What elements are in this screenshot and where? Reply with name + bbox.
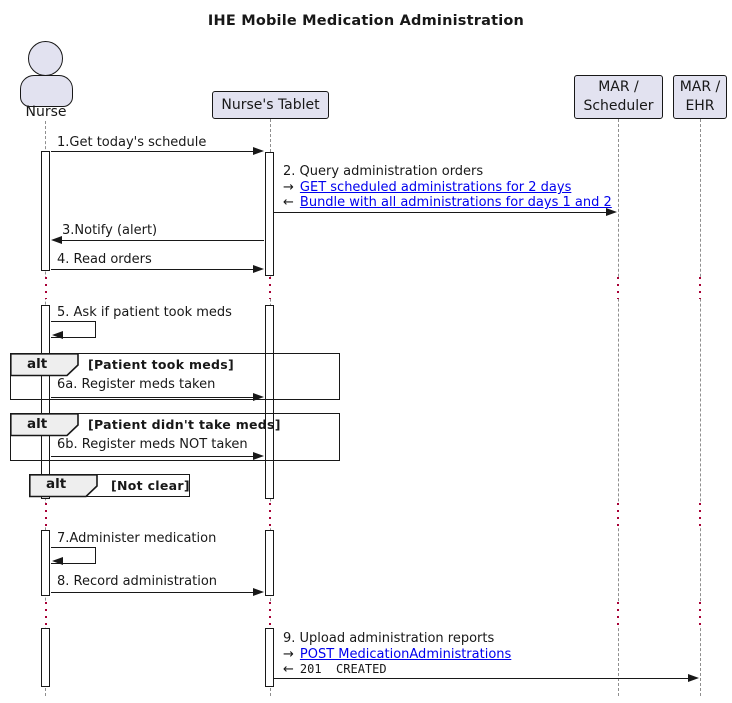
lifeline-scheduler [617,119,619,696]
right-arrow-icon: → [283,180,294,195]
message-7-self-line [51,547,96,564]
delay-segment [269,503,271,527]
message-9-response: ← 201 CREATED [283,662,387,677]
activation-bar-tablet [264,305,274,499]
message-6b-arrowhead [253,452,264,460]
message-5-self-line [51,321,96,338]
diagram-title: IHE Mobile Medication Administration [207,13,525,29]
fragment-condition: [Patient took meds] [88,357,235,372]
activation-bar-nurse [41,151,50,271]
activation-bar-nurse [41,628,50,687]
delay-segment [699,503,701,527]
message-8-line [51,591,257,593]
participant-label-line2: Scheduler [583,98,654,114]
message-1-line [51,150,257,152]
delay-segment [617,277,619,299]
left-arrow-icon: ← [283,195,294,210]
fragment-operator-pentagon [10,353,79,377]
http-status-text: 201 CREATED [299,662,387,676]
actor-head-shape [28,41,63,76]
message-2-label: 2. Query administration orders [283,164,484,179]
participant-nurses-tablet: Nurse's Tablet [212,91,329,119]
activation-bar-tablet [264,530,274,596]
participant-label: Nurse's Tablet [221,96,320,113]
delay-segment [269,277,271,299]
message-6a-label: 6a. Register meds taken [57,377,216,392]
activation-bar-nurse [41,530,50,596]
message-5-label: 5. Ask if patient took meds [57,305,232,320]
message-9-line [274,677,691,679]
delay-segment [617,602,619,626]
message-2-arrowhead [606,208,617,216]
fragment-operator: alt [27,356,48,372]
left-arrow-icon: ← [283,662,294,677]
fragment-operator: alt [46,476,67,492]
message-3-label: 3.Notify (alert) [62,223,158,238]
message-1-arrowhead [253,147,264,155]
participant-label-line2: EHR [685,98,715,114]
message-6a-arrowhead [253,393,264,401]
get-scheduled-administrations-link[interactable]: GET scheduled administrations for 2 days [299,180,572,195]
message-9-arrowhead [688,674,699,682]
message-6a-line [51,396,257,398]
message-4-line [51,268,257,270]
activation-bar-tablet [264,628,274,687]
delay-segment [699,277,701,299]
fragment-operator: alt [27,416,48,432]
delay-segment [44,503,47,527]
fragment-alt-patient-took-meds [10,353,340,400]
activation-bar-tablet [264,152,274,276]
message-8-label: 8. Record administration [57,574,218,589]
delay-segment [269,602,271,626]
message-1-label: 1.Get today's schedule [57,135,207,150]
message-9-label: 9. Upload administration reports [283,631,495,646]
delay-segment [699,602,701,626]
participant-label-line1: MAR / [598,79,639,95]
actor-label-nurse: Nurse [25,104,67,120]
message-8-arrowhead [253,588,264,596]
fragment-alt-patient-didnt-take-meds [10,413,340,461]
message-4-arrowhead [253,265,264,273]
fragment-condition: [Not clear] [111,478,190,493]
message-2-line [274,211,609,213]
right-arrow-icon: → [283,647,294,662]
bundle-administrations-link[interactable]: Bundle with all administrations for days… [299,195,612,210]
delay-segment [617,503,619,527]
lifeline-ehr [699,119,701,696]
message-7-arrowhead [52,557,63,565]
message-9-request: → POST MedicationAdministrations [283,647,511,662]
message-2-request: → GET scheduled administrations for 2 da… [283,180,571,195]
delay-segment [44,602,47,626]
message-7-label: 7.Administer medication [57,531,217,546]
activation-bar-nurse [41,305,50,499]
message-3-line [58,239,264,241]
message-6b-line [51,455,257,457]
message-6b-label: 6b. Register meds NOT taken [57,437,248,452]
delay-segment [44,277,47,299]
message-2-response: ← Bundle with all administrations for da… [283,195,612,210]
participant-label-line1: MAR / [679,79,721,95]
participant-mar-ehr: MAR / EHR [673,75,727,119]
fragment-operator-pentagon [10,413,79,437]
fragment-condition: [Patient didn't take meds] [88,417,281,432]
message-5-arrowhead [52,331,63,339]
participant-mar-scheduler: MAR / Scheduler [574,75,663,119]
actor-body-shape [20,75,73,107]
post-medication-administrations-link[interactable]: POST MedicationAdministrations [299,647,512,662]
message-4-label: 4. Read orders [57,252,152,267]
fragment-operator-pentagon [29,474,98,498]
message-3-arrowhead [51,236,62,244]
